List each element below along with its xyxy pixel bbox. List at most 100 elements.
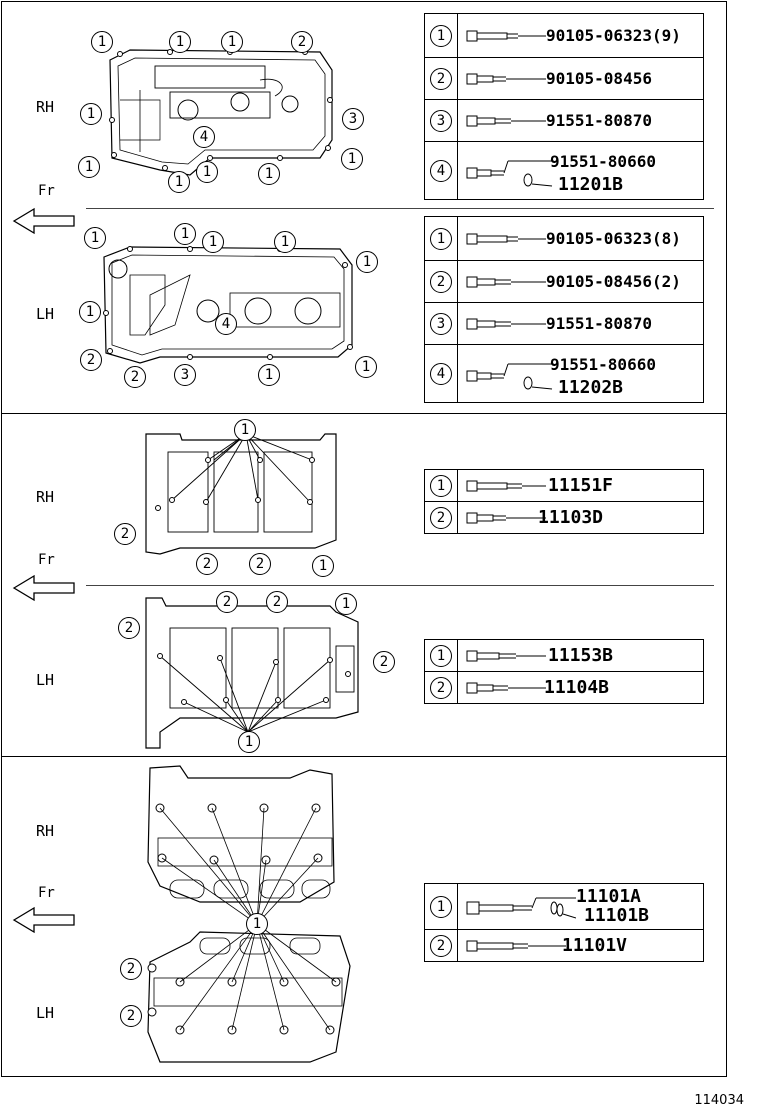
- rh-cover-callout-1: 1: [341, 148, 363, 170]
- part-number: 11151F: [548, 475, 614, 496]
- front-arrow-icon: [12, 574, 75, 602]
- rh-cover-callout-2: 2: [291, 31, 313, 53]
- row-index: 1: [430, 227, 452, 250]
- lh-cover-callout-4: 4: [215, 313, 237, 335]
- bolt-icon: [466, 115, 546, 127]
- row-index: 3: [430, 312, 452, 335]
- part-number: 11101A: [576, 886, 642, 907]
- part-number: 90105-06323(8): [546, 229, 681, 248]
- section-1-rh-lh-divider: [86, 208, 714, 209]
- row-index: 2: [430, 270, 452, 293]
- lh-cover-callout-1: 1: [84, 227, 106, 249]
- part-number: 11104B: [544, 677, 610, 698]
- lh-cover-callout-1: 1: [274, 231, 296, 253]
- lh-cover-callout-1: 1: [355, 356, 377, 378]
- rh-cam-callout-1: 1: [234, 419, 256, 441]
- rh-cover-callout-1: 1: [169, 31, 191, 53]
- row-index: 1: [430, 474, 452, 497]
- bolt-icon: [466, 276, 546, 288]
- lh-cam-callout-1: 1: [335, 593, 357, 615]
- rh-cover-callout-1: 1: [258, 163, 280, 185]
- rh-camshaft-housing-parts-table: 1 11151F 2 11103D: [424, 469, 704, 534]
- part-number: 91551-80660: [550, 152, 656, 171]
- section-2-rh-lh-divider: [86, 585, 714, 586]
- rh-cam-callout-2: 2: [249, 553, 271, 575]
- part-number: 11103D: [538, 507, 604, 528]
- front-label: Fr: [38, 183, 55, 199]
- lh-cam-callout-2: 2: [373, 651, 395, 673]
- rh-cover-callout-3: 3: [342, 108, 364, 130]
- diagram-frame: [1, 1, 727, 1077]
- rh-cover-callout-4: 4: [193, 126, 215, 148]
- part-number-washer: 11201B: [558, 174, 624, 195]
- rh-head-cover-parts-table: 1 90105-06323(9) 2 90105-08456 3 91551-8…: [424, 13, 704, 200]
- rh-cam-callout-2: 2: [114, 523, 136, 545]
- bolt-icon: [466, 30, 546, 42]
- rh-cam-callout-2: 2: [196, 553, 218, 575]
- cylinder-head-drawing: [147, 765, 351, 1063]
- lh-camshaft-housing-drawing: [145, 597, 359, 749]
- row-index: 2: [430, 676, 452, 699]
- row-index: 1: [430, 895, 452, 918]
- row-index: 2: [430, 506, 452, 529]
- part-number: 91551-80870: [546, 111, 652, 130]
- lh-cover-callout-1: 1: [202, 231, 224, 253]
- row-index: 4: [430, 159, 452, 182]
- part-number: 11153B: [548, 645, 614, 666]
- cyl-head-callout-2: 2: [120, 1005, 142, 1027]
- lh-cover-callout-3: 3: [174, 364, 196, 386]
- front-arrow-icon: [12, 207, 75, 235]
- side-label-lh: LH: [36, 1004, 55, 1022]
- bolt-icon: [466, 233, 546, 245]
- bolt-icon: [466, 682, 546, 694]
- row-index: 1: [430, 644, 452, 667]
- row-index: 1: [430, 24, 452, 47]
- part-number: 90105-08456: [546, 69, 652, 88]
- rh-head-cover-drawing: [109, 49, 333, 176]
- rh-camshaft-housing-drawing: [145, 433, 337, 555]
- part-number: 90105-08456(2): [546, 272, 681, 291]
- lh-head-cover-drawing: [103, 246, 353, 364]
- rh-cover-callout-1: 1: [196, 161, 218, 183]
- lh-cover-callout-1: 1: [356, 251, 378, 273]
- bolt-and-washer-icon: [466, 160, 553, 187]
- side-label-rh: RH: [36, 98, 55, 116]
- part-number: 91551-80660: [550, 355, 656, 374]
- bolt-icon: [466, 512, 546, 524]
- part-number: 91551-80870: [546, 314, 652, 333]
- bolt-icon: [466, 73, 546, 85]
- part-number-washer: 11202B: [558, 377, 624, 398]
- cyl-head-callout-2: 2: [120, 958, 142, 980]
- lh-cover-callout-1: 1: [174, 223, 196, 245]
- side-label-rh: RH: [36, 488, 55, 506]
- bolt-icon: [466, 940, 566, 952]
- lh-head-cover-parts-table: 1 90105-06323(8) 2 90105-08456(2) 3 9155…: [424, 216, 704, 403]
- rh-cover-callout-1: 1: [221, 31, 243, 53]
- side-label-lh: LH: [36, 671, 55, 689]
- rh-cover-callout-1: 1: [78, 156, 100, 178]
- side-label-rh: RH: [36, 822, 55, 840]
- lh-cover-callout-2: 2: [80, 349, 102, 371]
- bolt-and-washer-icon: [466, 897, 576, 919]
- row-index: 3: [430, 109, 452, 132]
- bolt-icon: [466, 318, 546, 330]
- bolt-and-washer-icon: [466, 363, 553, 390]
- lh-cover-callout-2: 2: [124, 366, 146, 388]
- row-index: 2: [430, 934, 452, 957]
- row-index: 2: [430, 67, 452, 90]
- front-label: Fr: [38, 885, 55, 901]
- side-label-lh: LH: [36, 305, 55, 323]
- lh-cover-callout-1: 1: [258, 364, 280, 386]
- section-divider-1: [1, 413, 727, 414]
- lh-cam-callout-1: 1: [238, 731, 260, 753]
- figure-number: 114034: [694, 1093, 744, 1108]
- section-divider-2: [1, 756, 727, 757]
- part-number: 90105-06323(9): [546, 26, 681, 45]
- bolt-icon: [466, 480, 546, 492]
- lh-cam-callout-2: 2: [118, 617, 140, 639]
- front-arrow-icon: [12, 906, 75, 934]
- part-number-washer: 11101B: [584, 905, 650, 926]
- rh-cover-callout-1: 1: [91, 31, 113, 53]
- part-number: 11101V: [562, 935, 628, 956]
- cyl-head-callout-1: 1: [246, 913, 268, 935]
